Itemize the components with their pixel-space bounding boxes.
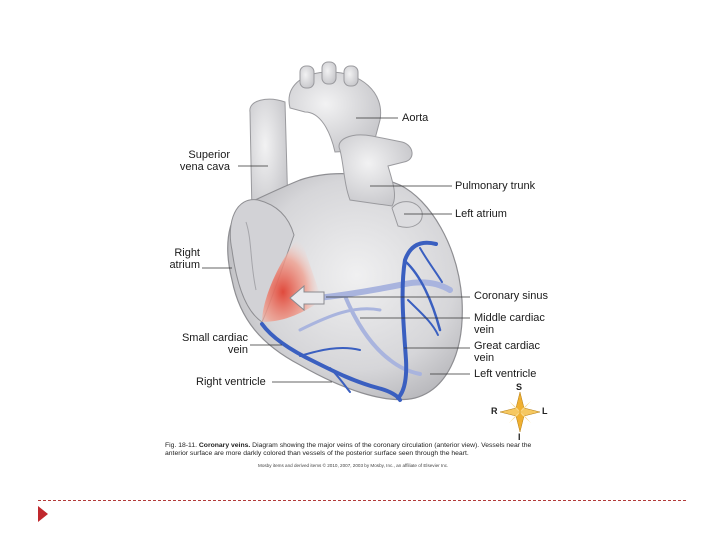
aorta-branch [299, 65, 315, 89]
posterior-vein [315, 279, 453, 301]
label-middle-cardiac-vein-line1: Middle cardiac [474, 312, 545, 324]
label-aorta: Aorta [402, 112, 429, 124]
pulmonary-trunk [338, 134, 413, 207]
right-atrium [229, 199, 295, 323]
label-superior-vena-cava-line1: Superior [188, 149, 230, 161]
atrium-ridges [245, 221, 257, 291]
label-small-cardiac-vein-line2: vein [227, 344, 248, 356]
slide-bullet-icon [38, 506, 48, 522]
left-atrium [391, 201, 423, 228]
vein-branch [419, 247, 443, 283]
slide-divider [38, 500, 686, 501]
label-small-cardiac-vein-line1: Small cardiac [181, 332, 248, 344]
coronary-sinus-arrow [289, 284, 325, 312]
compass-right: R [491, 406, 498, 416]
aorta-arch [288, 71, 382, 153]
label-middle-cardiac-vein-line2: vein [474, 324, 495, 336]
compass-superior: S [516, 382, 523, 392]
label-left-ventricle: Left ventricle [474, 368, 537, 380]
vein-branch [329, 367, 351, 393]
copyright-credit: Mosby items and derived items © 2010, 20… [258, 463, 449, 468]
label-pulmonary-trunk: Pulmonary trunk [455, 180, 536, 192]
leader-lines [202, 117, 470, 383]
label-right-atrium-line2: atrium [169, 259, 200, 271]
posterior-vein [343, 294, 422, 376]
aorta-branch [343, 65, 359, 87]
caption-fig-number: Fig. 18-11. [165, 442, 197, 449]
posterior-vein [298, 307, 382, 332]
caption-title: Coronary veins. [198, 442, 251, 449]
vein-branch [404, 260, 442, 332]
aorta-branch [321, 61, 337, 85]
label-right-atrium-line1: Right [174, 247, 200, 259]
label-superior-vena-cava-line2: vena cava [179, 161, 230, 173]
label-right-ventricle: Right ventricle [196, 376, 266, 388]
small-cardiac-vein [260, 322, 402, 402]
label-great-cardiac-vein-line2: vein [474, 352, 495, 364]
label-coronary-sinus: Coronary sinus [474, 290, 548, 302]
compass-left: L [542, 406, 548, 416]
great-cardiac-vein [396, 240, 438, 400]
vein-branch [299, 346, 361, 357]
label-left-atrium: Left atrium [455, 208, 507, 220]
caption-text: Diagram showing the major veins of the c… [165, 442, 532, 457]
vein-branch [407, 299, 439, 336]
figure-caption: Fig. 18-11. Coronary veins. Diagram show… [165, 442, 555, 458]
compass-icon [499, 391, 541, 433]
label-great-cardiac-vein-line1: Great cardiac [474, 340, 541, 352]
compass-inferior: I [518, 432, 521, 442]
